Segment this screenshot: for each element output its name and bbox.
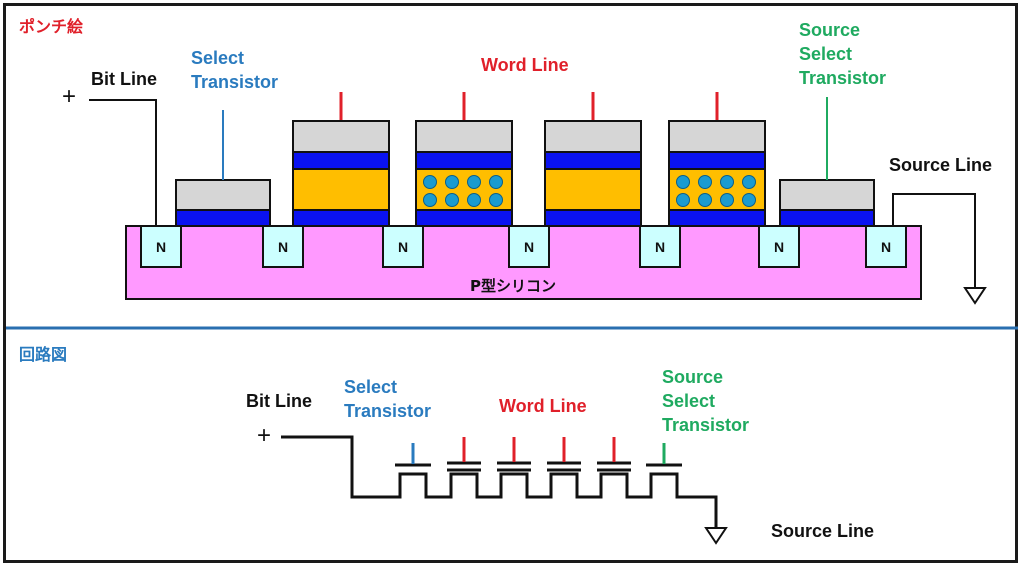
nand-string-channel (281, 435, 718, 527)
source-select-transistor-oxide (779, 209, 875, 227)
section-title-circuit: 回路図 (19, 345, 68, 364)
tunnel-oxide (544, 209, 642, 227)
stored-electron (489, 193, 503, 207)
select-transistor-label: Select Transistor (191, 48, 279, 92)
bit-line-wire (89, 99, 157, 226)
circuit-select-transistor-label: Select Transistor (344, 377, 432, 421)
source-line-wire (892, 193, 976, 288)
stored-electron (676, 193, 690, 207)
source-line-label: Source Line (889, 155, 993, 175)
inter-gate-oxide (544, 151, 642, 170)
control-gate (668, 120, 766, 153)
source-select-transistor-label: Source Select Transistor (799, 20, 887, 88)
select-transistor-oxide (175, 209, 271, 227)
stored-electron (467, 193, 481, 207)
stored-electron (445, 175, 459, 189)
circuit-plus-sign: + (257, 422, 272, 449)
diagram-frame (3, 3, 1018, 563)
inter-gate-oxide (668, 151, 766, 170)
circuit-source-line-label: Source Line (771, 521, 875, 541)
stored-electron (445, 193, 459, 207)
n-region (865, 225, 907, 268)
stored-electron (489, 175, 503, 189)
control-gate (415, 120, 513, 153)
control-gate (544, 120, 642, 153)
stored-electron (423, 193, 437, 207)
plus-sign: + (62, 83, 77, 110)
n-region (639, 225, 681, 268)
stored-electron (698, 193, 712, 207)
circuit-word-line-label: Word Line (499, 396, 587, 416)
stored-electron (720, 193, 734, 207)
section-title-illustration: ポンチ絵 (19, 17, 84, 36)
n-region-label: N (156, 239, 166, 255)
n-region-label: N (881, 239, 891, 255)
control-gate (292, 120, 390, 153)
stored-electron (742, 175, 756, 189)
n-region (140, 225, 182, 268)
inter-gate-oxide (415, 151, 513, 170)
circuit-bit-line-label: Bit Line (246, 391, 312, 411)
circuit-source-select-transistor-label: Source Select Transistor (662, 367, 750, 435)
n-region (508, 225, 550, 268)
tunnel-oxide (415, 209, 513, 227)
bit-line-label: Bit Line (91, 69, 157, 89)
select-transistor-gate (175, 179, 271, 211)
stored-electron (423, 175, 437, 189)
inter-gate-oxide (292, 151, 390, 170)
n-region (758, 225, 800, 268)
n-region-label: N (398, 239, 408, 255)
substrate-label: P型シリコン (470, 277, 556, 295)
word-line-label: Word Line (481, 55, 569, 75)
floating-gate (544, 168, 642, 211)
stored-electron (720, 175, 734, 189)
stored-electron (676, 175, 690, 189)
stored-electron (742, 193, 756, 207)
stored-electron (467, 175, 481, 189)
n-region-label: N (278, 239, 288, 255)
circuit-ground-symbol (704, 527, 728, 545)
ground-symbol (963, 287, 987, 305)
n-region-label: N (524, 239, 534, 255)
tunnel-oxide (668, 209, 766, 227)
tunnel-oxide (292, 209, 390, 227)
n-region (382, 225, 424, 268)
n-region-label: N (655, 239, 665, 255)
stored-electron (698, 175, 712, 189)
floating-gate (292, 168, 390, 211)
n-region (262, 225, 304, 268)
n-region-label: N (774, 239, 784, 255)
source-select-transistor-gate (779, 179, 875, 211)
